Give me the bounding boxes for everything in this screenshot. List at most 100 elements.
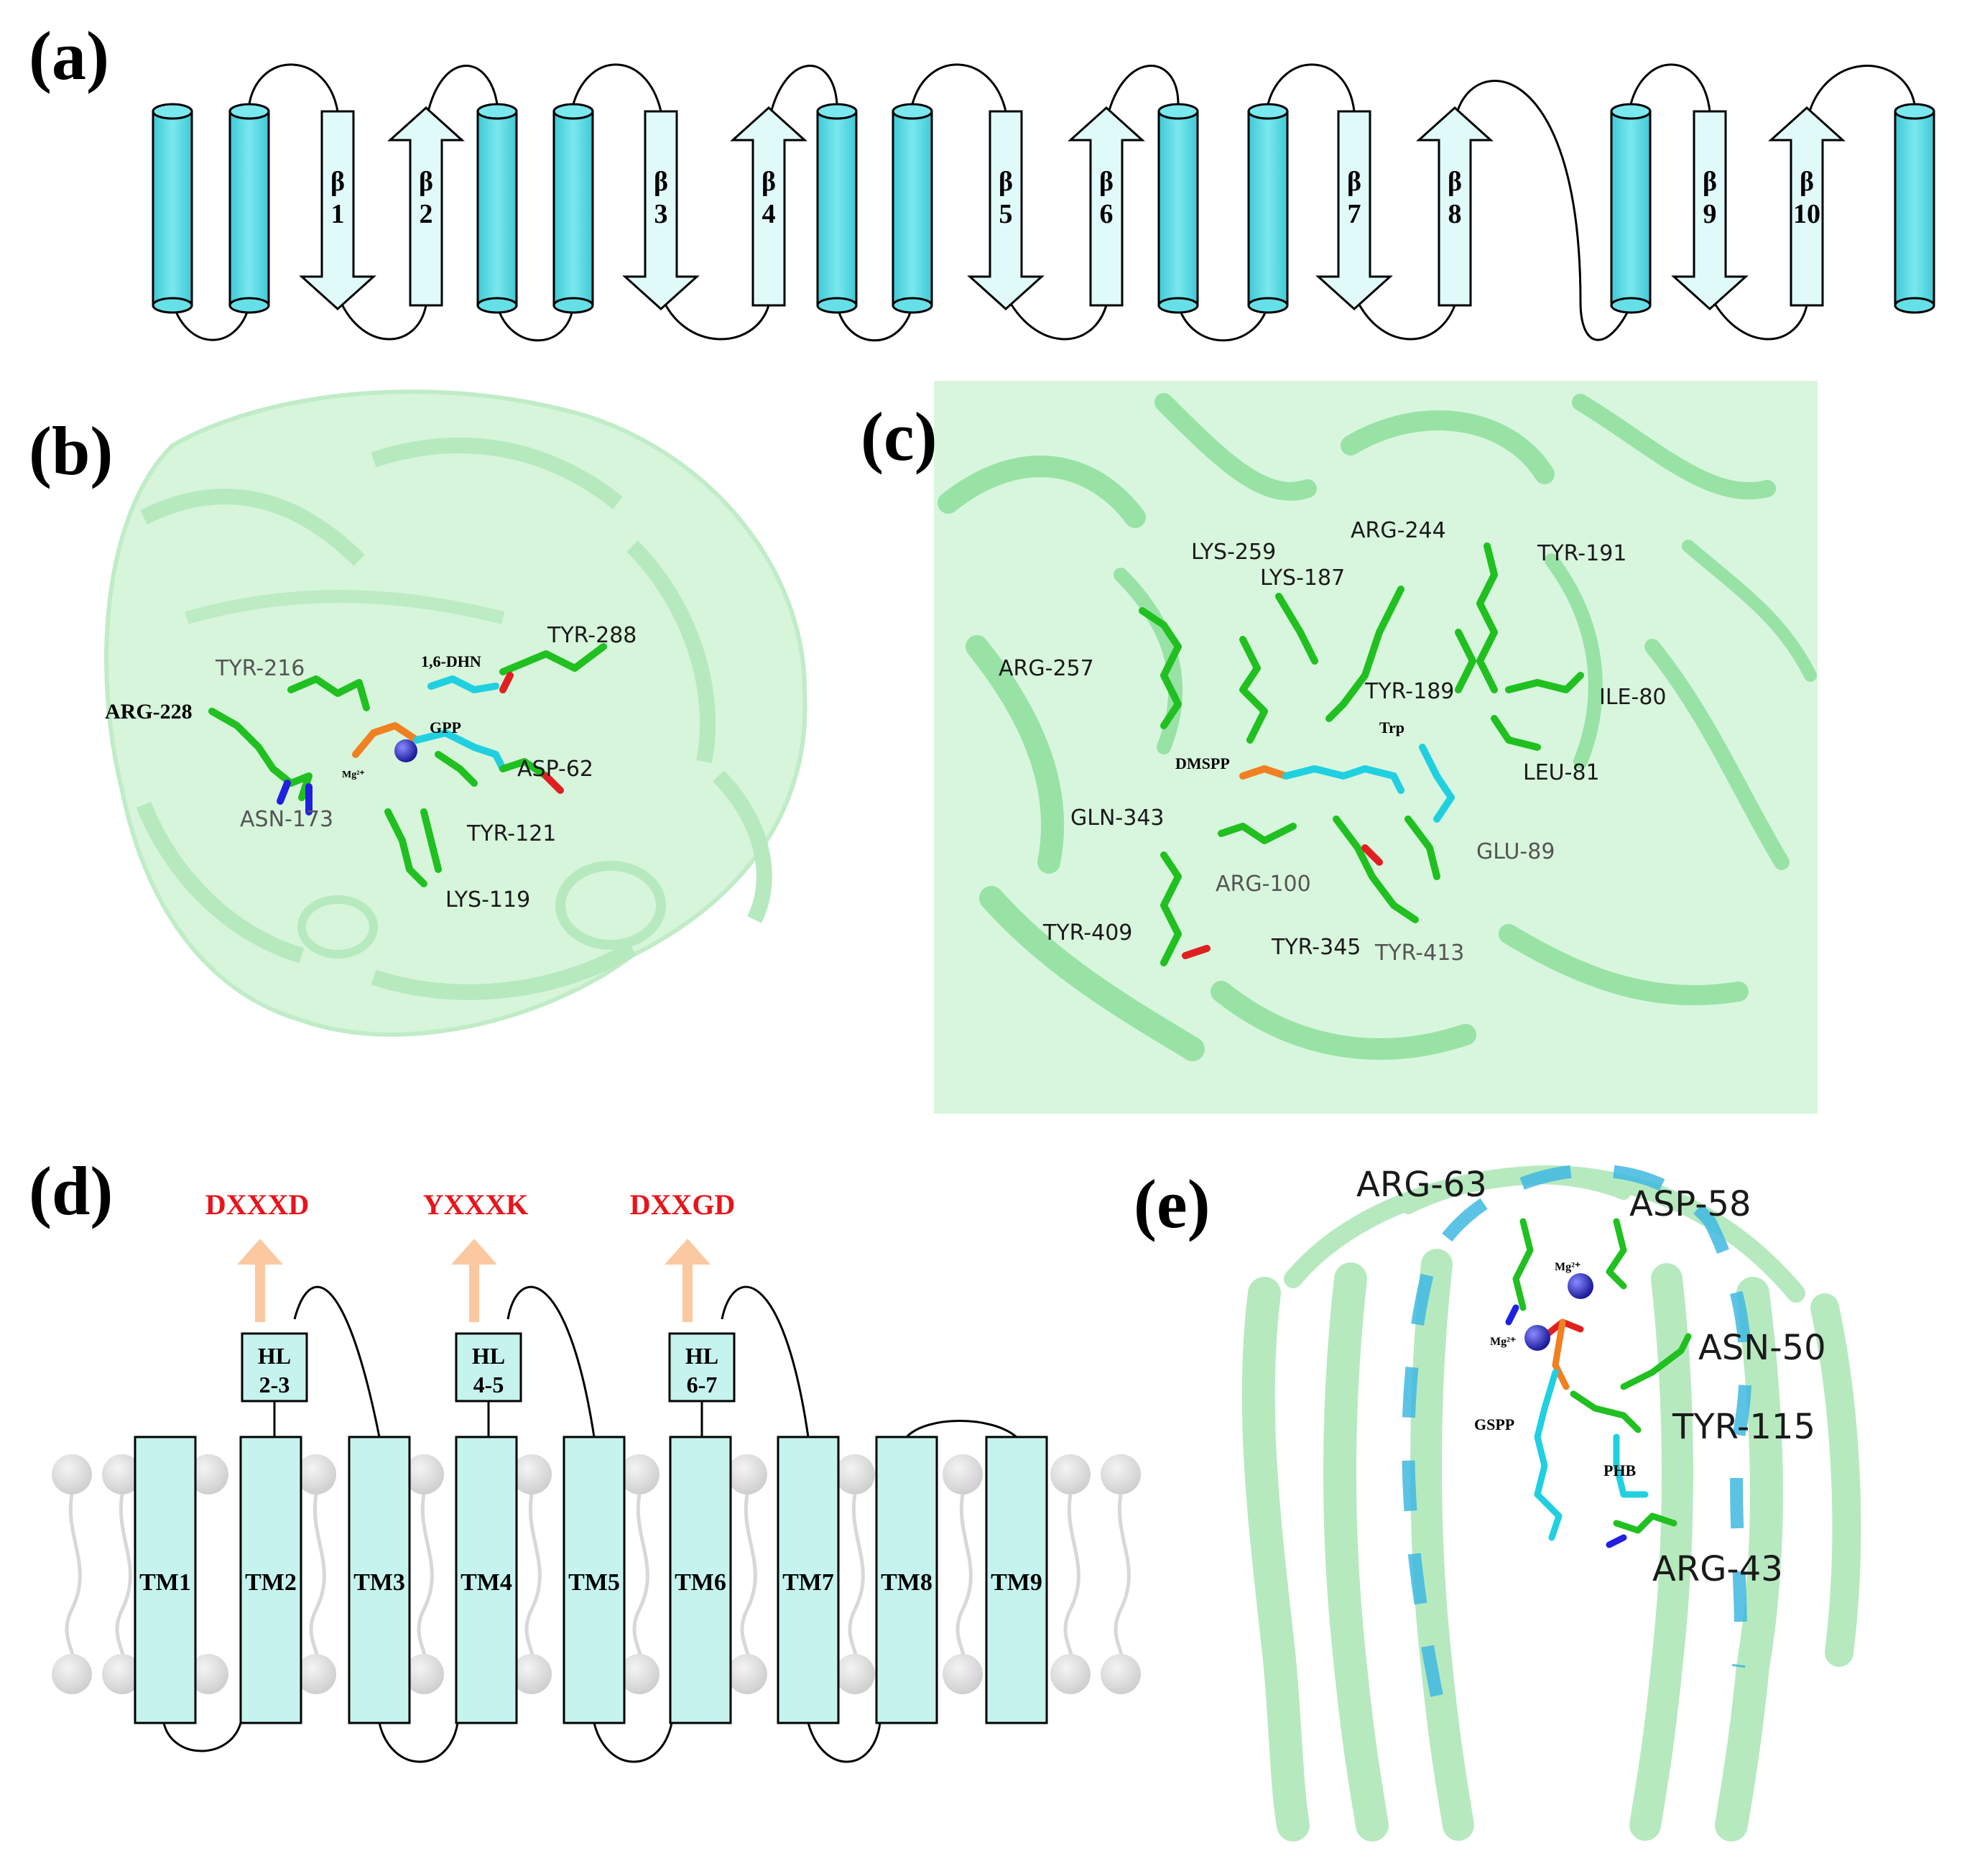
tm-helices <box>134 1436 1048 1724</box>
tm9-label: TM9 <box>991 1569 1042 1596</box>
panel-a: (a) <box>29 17 1935 342</box>
helix-cylinder <box>1610 103 1652 314</box>
label-arg-43: ARG-43 <box>1652 1549 1783 1589</box>
label-tyr-191: TYR-191 <box>1537 541 1626 566</box>
label-1-6-dhn: 1,6-DHN <box>421 652 481 670</box>
hl-6-7-line2: 6-7 <box>687 1372 718 1397</box>
panel-d-label: (d) <box>29 1152 113 1229</box>
hl-4-5-line2: 4-5 <box>473 1372 504 1397</box>
tm4-box <box>455 1436 518 1724</box>
hl-boxes <box>241 1332 736 1403</box>
up-arrow-icon <box>451 1239 497 1322</box>
label-asn-173: ASN-173 <box>240 807 333 832</box>
label-tyr-121: TYR-121 <box>466 821 556 846</box>
lipid-heads <box>52 1454 1141 1694</box>
strand-10-greek: β <box>1800 167 1814 197</box>
label-tyr-345: TYR-345 <box>1271 935 1361 960</box>
tm1-label: TM1 <box>139 1569 191 1596</box>
panel-e-label: (e) <box>1134 1165 1211 1242</box>
strand-4-greek: β <box>762 167 776 197</box>
helix-cylinder <box>892 103 933 314</box>
tm5-label: TM5 <box>568 1569 620 1596</box>
up-arrow-icon <box>237 1239 283 1322</box>
panel-c-label: (c) <box>861 398 938 475</box>
mg-ion-b <box>394 739 417 762</box>
tm5-box <box>563 1436 626 1724</box>
lipid-bilayer <box>65 1494 1131 1668</box>
tm4-label: TM4 <box>460 1569 512 1596</box>
panel-c: (c) ARG-244 TYR-191 LYS-259 LYS-187 ARG-… <box>861 381 1818 1114</box>
strand-2-greek: β <box>419 167 433 197</box>
label-tyr-288: TYR-288 <box>547 623 637 648</box>
hl-4-5-box <box>455 1332 522 1403</box>
tm6-label: TM6 <box>675 1569 726 1596</box>
label-tyr-115: TYR-115 <box>1672 1407 1815 1447</box>
label-dmspp: DMSPP <box>1175 754 1230 772</box>
label-leu-81: LEU-81 <box>1523 760 1600 785</box>
strand-5-greek: β <box>999 167 1013 197</box>
strand-4-num: 4 <box>762 199 776 229</box>
helix-cylinder <box>1247 103 1289 314</box>
tm3-label: TM3 <box>353 1569 405 1596</box>
helix-cylinder <box>228 103 270 314</box>
strand-2-num: 2 <box>420 199 433 229</box>
label-asn-50: ASN-50 <box>1698 1328 1826 1368</box>
alpha-helices <box>152 103 1935 314</box>
hl-2-3-box <box>241 1332 308 1403</box>
panel-b-label: (b) <box>29 412 113 489</box>
tm6-box <box>669 1436 732 1724</box>
active-site-sticks-b <box>208 643 607 887</box>
hl-6-7-box <box>668 1332 736 1403</box>
active-site-sticks-c <box>1139 542 1584 966</box>
label-asp-58: ASP-58 <box>1629 1184 1751 1224</box>
panel-a-label: (a) <box>29 17 109 94</box>
strand-arrow-down <box>299 110 376 311</box>
active-site-sticks-e <box>1505 1218 1692 1548</box>
helix-cylinder <box>816 103 858 314</box>
topology-loops <box>171 63 1916 342</box>
strand-5-num: 5 <box>999 199 1013 229</box>
tm2-label: TM2 <box>245 1569 297 1596</box>
motif-arrows <box>237 1239 711 1322</box>
strand-3-greek: β <box>654 167 668 197</box>
label-arg-100: ARG-100 <box>1216 872 1311 897</box>
hl-4-5-line1: HL <box>472 1343 505 1369</box>
panel-b: (b) TYR-288 TYR-216 1,6-DHN ARG-228 GPP … <box>29 389 807 1037</box>
strand-arrow-up <box>387 106 465 307</box>
panel-d: (d) <box>29 1152 1141 1763</box>
tm-loops <box>162 1285 1017 1763</box>
strand-arrow-up <box>1068 106 1145 307</box>
motif-dxxxd: DXXXD <box>205 1188 309 1221</box>
tm-labels: TM1 TM2 TM3 TM4 TM5 TM6 TM7 TM8 TM9 <box>139 1569 1042 1596</box>
strand-arrow-down <box>1671 110 1749 311</box>
strand-3-num: 3 <box>654 199 668 229</box>
strand-arrow-down <box>1315 110 1393 311</box>
strand-7-greek: β <box>1347 167 1361 197</box>
mg-ion-2 <box>1524 1325 1550 1351</box>
label-lys-187: LYS-187 <box>1260 565 1345 591</box>
strand-7-num: 7 <box>1348 199 1361 229</box>
protein-cartoon-c <box>938 393 1817 1061</box>
label-phb: PHB <box>1603 1461 1637 1479</box>
label-arg-63: ARG-63 <box>1356 1165 1487 1205</box>
label-mg-1: Mg²⁺ <box>1555 1261 1580 1273</box>
panel-e: (e) ARG-63 ASP-58 Mg²⁺ Mg²⁺ ASN-50 GSPP … <box>1134 1163 1861 1842</box>
strand-1-greek: β <box>330 167 345 197</box>
helix-cylinder <box>552 103 594 314</box>
helix-cylinder <box>152 103 193 314</box>
strand-6-greek: β <box>1099 167 1114 197</box>
label-tyr-409: TYR-409 <box>1042 920 1132 946</box>
strand-arrow-down <box>622 110 700 311</box>
strand-labels: β 1 β 2 β 3 β 4 β 5 β 6 β 7 β 8 β 9 β 10 <box>330 167 1820 229</box>
strand-arrow-up <box>1768 106 1846 307</box>
strand-8-num: 8 <box>1448 199 1462 229</box>
up-arrow-icon <box>665 1239 711 1322</box>
label-tyr-413: TYR-413 <box>1374 941 1464 966</box>
label-asp-62: ASP-62 <box>517 757 593 782</box>
helix-cylinder <box>1157 103 1199 314</box>
label-gln-343: GLN-343 <box>1070 805 1165 831</box>
strand-9-num: 9 <box>1703 199 1717 229</box>
motif-yxxxk: YXXXK <box>423 1188 529 1221</box>
label-trp: Trp <box>1379 718 1404 736</box>
